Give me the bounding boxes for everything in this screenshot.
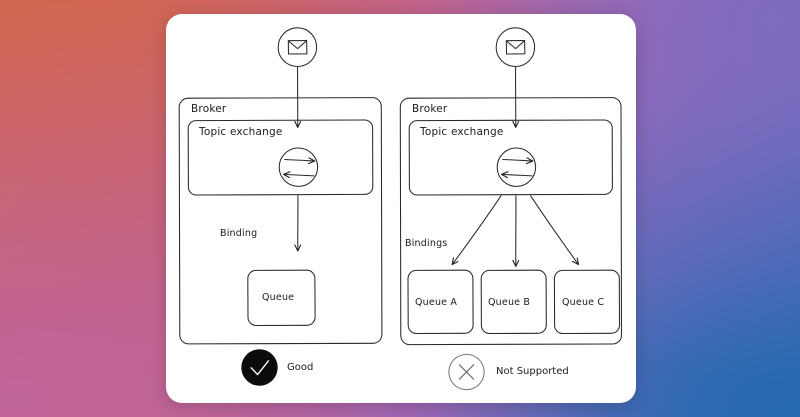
topic-exchange-label-left: Topic exchange — [199, 126, 283, 138]
envelope-icon-left — [277, 27, 318, 68]
broker-box-left — [178, 97, 383, 345]
binding-arrow-a — [452, 195, 502, 264]
broker-label-right: Broker — [412, 103, 448, 115]
topic-exchange-box-left — [187, 119, 374, 196]
queue-box-b — [480, 269, 547, 335]
bidirectional-arrows-icon-right — [496, 147, 537, 187]
queue-box-c — [553, 269, 621, 335]
diagram-card: Broker Topic exchange Binding Queue Good… — [166, 14, 636, 403]
status-label-good: Good — [287, 362, 314, 373]
envelope-icon-right — [495, 27, 536, 68]
topic-exchange-label-right: Topic exchange — [420, 126, 504, 138]
status-label-not-supported: Not Supported — [496, 366, 569, 377]
diagram-strokes — [178, 27, 623, 391]
queue-label-a: Queue A — [415, 297, 458, 308]
queue-box-a — [407, 269, 474, 335]
bidirectional-arrows-icon-left — [278, 147, 319, 187]
queue-label-c: Queue C — [562, 297, 605, 308]
binding-label-left: Binding — [220, 228, 258, 239]
bindings-label-right: Bindings — [405, 238, 448, 249]
broker-box-right — [399, 97, 623, 346]
topic-exchange-box-right — [408, 119, 613, 196]
queue-label-b: Queue B — [488, 297, 531, 308]
binding-arrow-c — [530, 195, 579, 264]
queue-box-left — [247, 269, 316, 327]
queue-label-left: Queue — [262, 292, 295, 303]
status-badge-not-supported — [448, 353, 485, 391]
status-badge-good — [241, 349, 278, 386]
broker-label-left: Broker — [191, 103, 227, 115]
